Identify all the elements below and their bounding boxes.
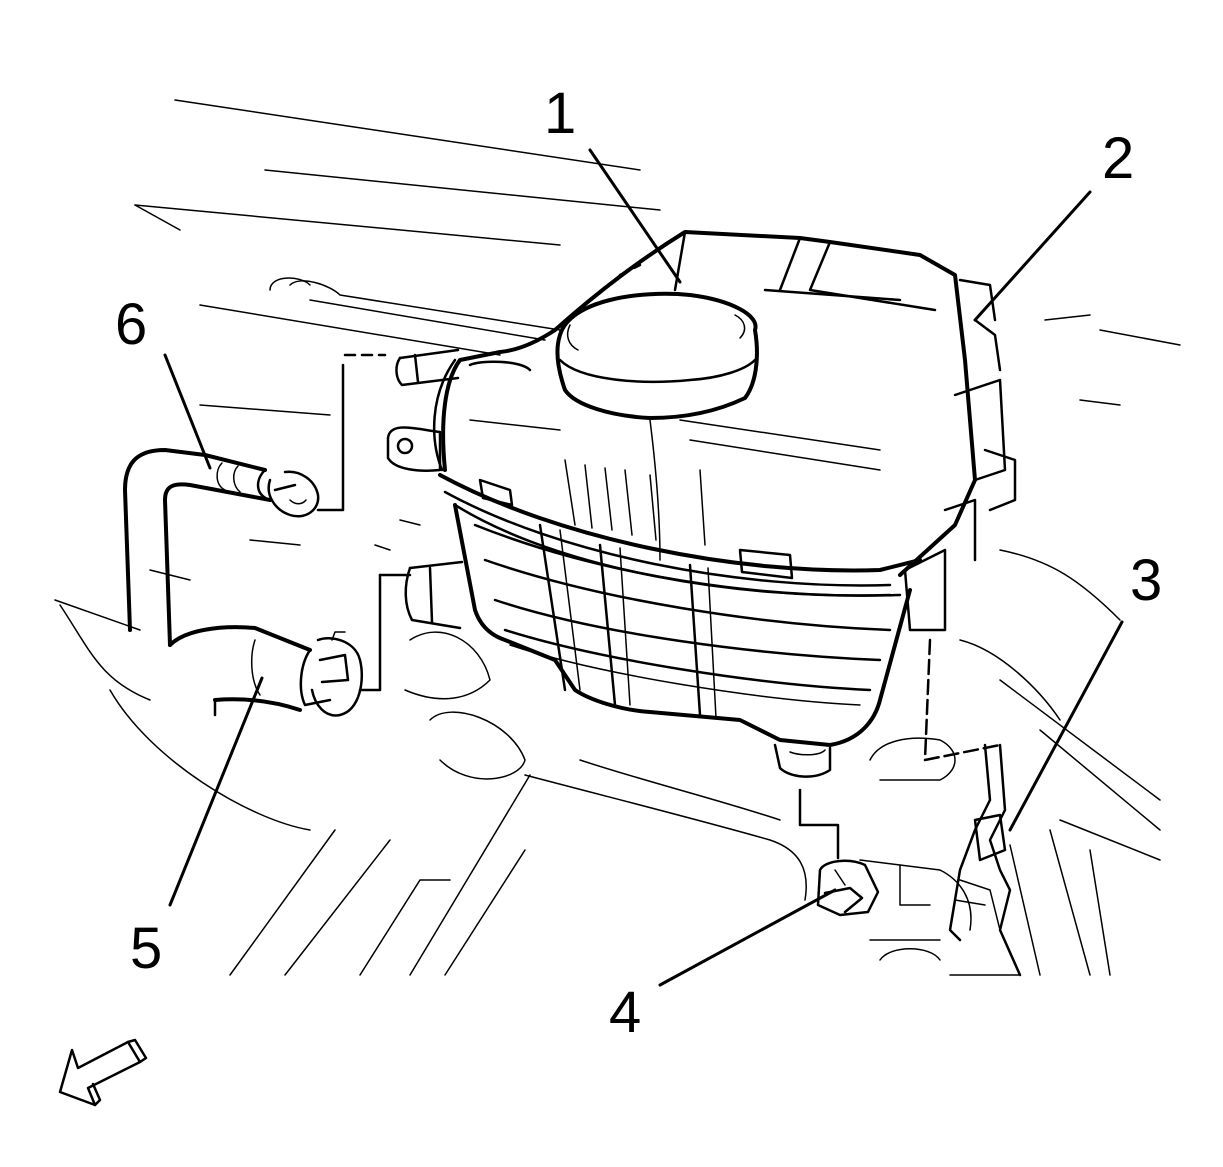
callout-5: 5	[130, 916, 162, 981]
leader-line-3	[1008, 620, 1124, 832]
callout-labels: 1 2 3 4 5 6	[115, 81, 1162, 1045]
upper-hose	[123, 448, 320, 647]
reservoir-cap	[555, 291, 759, 420]
front-direction-arrow-icon	[58, 1038, 148, 1107]
leader-line-2	[973, 190, 1092, 322]
callout-4: 4	[609, 980, 641, 1045]
callout-1: 1	[544, 81, 576, 146]
alignment-guides	[316, 263, 1002, 860]
leader-line-5	[168, 676, 264, 907]
lower-hose-fitting	[404, 560, 464, 630]
engine-bay-background	[54, 99, 1181, 976]
coolant-reservoir	[433, 230, 1017, 778]
callout-6: 6	[115, 292, 147, 357]
callout-2: 2	[1102, 126, 1134, 191]
lower-hose	[168, 625, 364, 717]
upper-hose-fitting	[386, 348, 460, 472]
wiring-harness-clip	[948, 743, 1022, 977]
callout-3: 3	[1130, 548, 1162, 613]
leader-line-6	[163, 353, 212, 470]
leader-line-1	[588, 148, 682, 284]
leader-line-4	[658, 888, 837, 987]
leader-lines	[163, 148, 1124, 987]
level-sensor-connector	[816, 859, 880, 917]
